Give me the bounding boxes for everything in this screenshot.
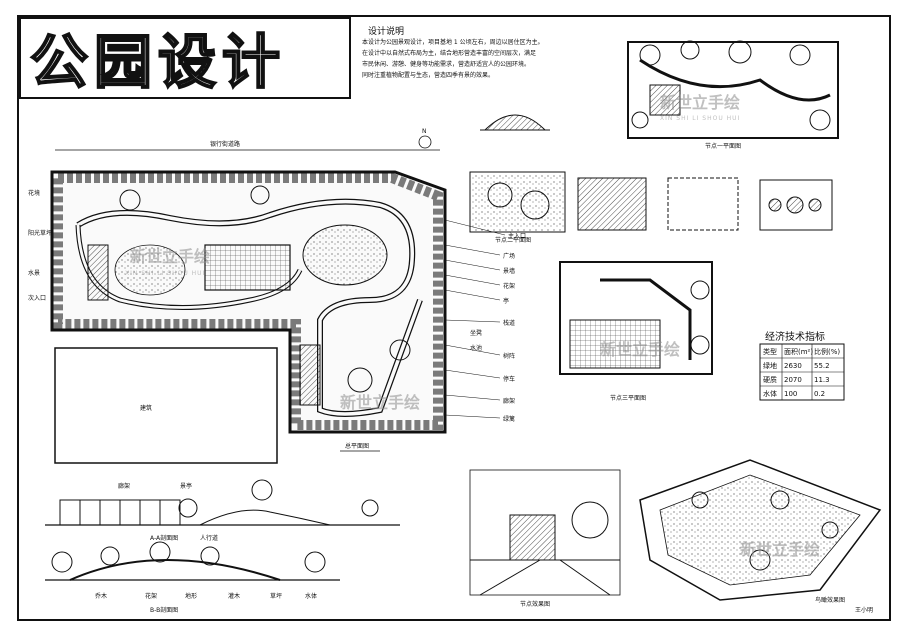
node-caption: 节点一平面图: [705, 142, 741, 150]
master-plan: 银行街道路 N 总平面图 花境 阳光草坪 水景 次入口 主入口: [28, 128, 526, 452]
plan-right-label: 水池: [470, 344, 482, 352]
design-notes-line: 在设计中以自然式布局为主，结合地形营造丰富的空间层次，满足: [362, 49, 536, 57]
node-plan-4: 节点三平面图: [559, 261, 713, 402]
section-label: 水体: [305, 592, 317, 600]
north-label: N: [422, 128, 427, 135]
plan-left-label: 水景: [28, 269, 40, 277]
plan-right-label: 廊架: [503, 397, 515, 405]
design-notes-heading: 设计说明: [368, 25, 404, 37]
node-caption: 节点二平面图: [495, 236, 531, 244]
building-block: 建筑: [54, 347, 278, 464]
section-caption: 鸟瞰效果图: [815, 596, 845, 604]
plan-right-label: 花架: [503, 282, 515, 290]
section-label: 草坪: [270, 592, 282, 600]
table-title: 经济技术指标: [765, 330, 825, 343]
section-caption: 节点效果图: [520, 600, 550, 608]
section-a: A-A剖面图: [45, 479, 400, 542]
indicator-table: 经济技术指标 类型 面积(m²) 比例(%) 绿地 2630 55.2 硬质 2…: [759, 330, 845, 401]
plan-left-label: 阳光草坪: [28, 229, 52, 237]
plan-right-labels: 主入口 广场 景墙 花架 亭 栈道 树阵 停车 廊架 绿篱 坐凳 水池: [444, 219, 526, 423]
table-cell: 水体: [763, 389, 777, 398]
section-b: B-B剖面图 乔木 花架 地形 灌木 草坪 水体 人行道 廊架 景亭: [45, 482, 340, 614]
plan-caption: 总平面图: [345, 442, 369, 450]
section-label: 景亭: [180, 482, 192, 490]
plan-right-label: 绿篱: [503, 415, 515, 423]
title-block: 公园设计: [19, 17, 351, 99]
section-label: 地形: [185, 592, 197, 600]
detail-pavilion: [480, 114, 550, 131]
design-notes-line: 市民休闲、游憩、健身等功能需求，营造舒适宜人的公园环境。: [362, 60, 530, 68]
watermark-sub: XIN SHI LI SHOU HUI: [125, 270, 205, 277]
table-cell: 硬质: [763, 375, 777, 384]
table-cell: 2070: [784, 376, 802, 384]
design-notes-line: 同时注重植物配置与生态，营造四季有景的效果。: [362, 71, 494, 79]
section-caption: B-B剖面图: [150, 606, 178, 614]
plan-right-label: 主入口: [508, 232, 526, 240]
building-label: 建筑: [140, 404, 152, 412]
plan-road-label: 银行街道路: [210, 140, 240, 148]
sheet-border: [17, 15, 891, 621]
north-arrow-icon: [418, 135, 432, 149]
watermark-text: 新世立手绘: [130, 247, 210, 266]
aerial-view: 鸟瞰效果图: [639, 459, 882, 604]
watermark-logo: 新世立手绘 XIN SHI LI SHOU HUI 新世立手绘 新世立手绘 新世…: [125, 93, 820, 559]
plan-right-label: 坐凳: [470, 329, 482, 337]
node-plan-3: [577, 177, 833, 231]
table-cell: 11.3: [814, 376, 830, 384]
plan-right-label: 停车: [503, 375, 515, 383]
plan-right-label: 亭: [503, 297, 509, 305]
section-label: 灌木: [228, 592, 240, 600]
section-label: 乔木: [95, 592, 107, 600]
plan-left-label: 次入口: [28, 294, 46, 302]
section-label: 花架: [145, 592, 157, 600]
watermark-text: 新世立手绘: [660, 93, 740, 112]
table-cell: 面积(m²): [784, 347, 813, 356]
table-cell: 绿地: [763, 361, 777, 370]
watermark-text: 新世立手绘: [340, 393, 420, 412]
table-cell: 比例(%): [814, 347, 840, 356]
node-caption: 节点三平面图: [610, 394, 646, 402]
node-plan-1: 节点一平面图: [627, 40, 839, 150]
table-cell: 2630: [784, 362, 802, 370]
plan-right-label: 栈道: [503, 319, 515, 327]
design-notes-line: 本设计为公园景观设计，项目基地 1 公顷左右，周边以居住区为主。: [362, 38, 544, 46]
design-notes: 设计说明 本设计为公园景观设计，项目基地 1 公顷左右，周边以居住区为主。 在设…: [362, 25, 544, 79]
table-cell: 55.2: [814, 362, 830, 370]
node-plan-2: 节点二平面图: [469, 171, 566, 244]
plan-right-label: 广场: [503, 252, 515, 260]
plan-left-label: 花境: [28, 189, 40, 197]
signature: 王小明: [855, 606, 873, 614]
plan-right-label: 树阵: [503, 352, 515, 360]
section-label: 廊架: [118, 482, 130, 490]
table-cell: 100: [784, 390, 797, 398]
title: 公园设计: [30, 28, 286, 96]
watermark-text: 新世立手绘: [600, 340, 680, 359]
watermark-sub: XIN SHI LI SHOU HUI: [660, 115, 740, 122]
table-cell: 类型: [763, 347, 777, 356]
plan-lawn: [302, 224, 388, 286]
section-caption: A-A剖面图: [150, 534, 178, 542]
section-label: 人行道: [200, 534, 218, 542]
perspective-sketch: 节点效果图: [469, 469, 621, 608]
watermark-text: 新世立手绘: [740, 540, 820, 559]
table-cell: 0.2: [814, 390, 825, 398]
plan-right-label: 景墙: [503, 267, 515, 275]
